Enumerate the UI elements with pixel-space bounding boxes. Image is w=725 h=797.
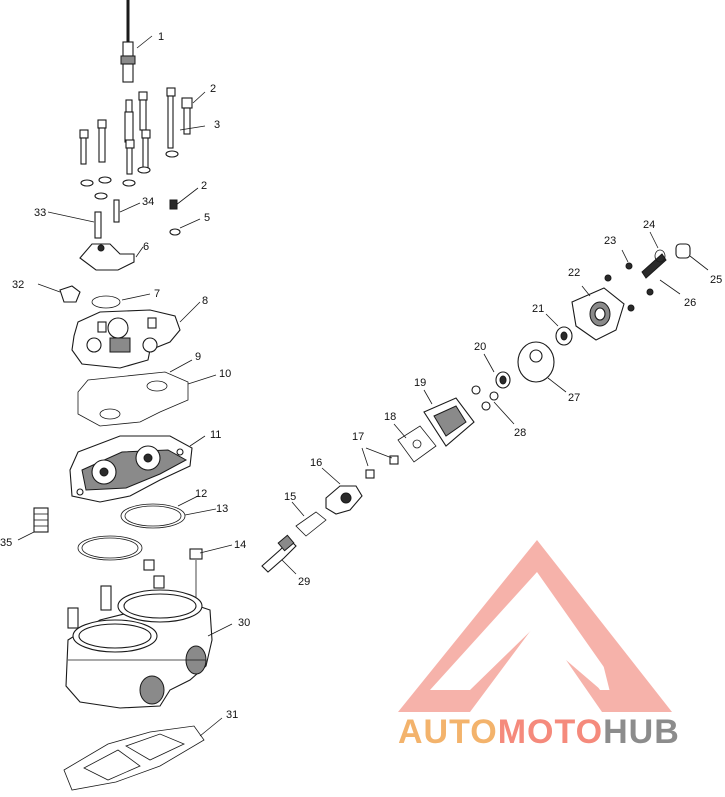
callout-label: 28 [514,427,526,439]
callout-label: 16 [310,457,322,469]
callout-label: 27 [568,392,580,404]
callout-label: 30 [238,617,250,629]
callout-label: 6 [143,241,149,253]
callout-label: 21 [532,303,544,315]
head-gasket-9 [77,359,217,427]
callout-label: 25 [710,274,722,286]
watermark-word-hub: HUB [603,713,680,751]
watermark-word-auto: AUTO [398,713,498,751]
callout-label: 22 [568,267,580,279]
callout-label: 18 [384,411,396,423]
callout-label: 14 [234,539,246,551]
base-gasket [63,717,223,791]
callout-label: 31 [226,709,238,721]
callout-label: 26 [684,297,696,309]
callout-label: 35 [0,537,12,549]
callout-label: 12 [195,488,207,500]
callout-label: 15 [284,491,296,503]
callout-labels: 1 2 3 2 5 6 7 8 9 10 11 12 13 14 15 16 1… [0,31,722,721]
callout-label: 3 [214,119,220,131]
callout-label: 11 [210,429,221,441]
callout-label: 20 [474,341,486,353]
callout-label: 1 [158,31,164,43]
watermark-word-moto: MOTO [497,713,604,751]
callout-label: 29 [298,576,310,588]
callout-label: 19 [414,377,426,389]
callout-label: 8 [202,295,208,307]
callout-label: 32 [12,279,24,291]
callout-label: 34 [142,196,154,208]
callout-label: 33 [34,207,46,219]
spark-plug [120,0,153,83]
callout-label: 2 [201,180,207,192]
callout-label: 24 [643,219,655,231]
watermark-logo [398,540,672,712]
callout-label: 7 [154,288,160,300]
water-pump-assembly [261,231,709,575]
thermostat-housing [47,199,144,271]
callout-label: 5 [204,212,210,224]
cylinder-head [69,435,206,503]
callout-label: 17 [352,431,364,443]
watermark-wordmark: AUTOMOTOHUB [398,712,680,752]
cylinder-orings [77,495,217,561]
callout-label: 23 [604,235,616,247]
cylinder-head-cover [71,301,201,369]
callout-label: 13 [216,503,228,515]
fitting-and-oring [37,283,151,309]
cylinder-block [65,589,233,709]
callout-label: 9 [195,351,201,363]
head-bolts [79,87,206,236]
callout-label: 10 [219,368,231,380]
callout-label: 2 [210,83,216,95]
spring [17,507,49,541]
